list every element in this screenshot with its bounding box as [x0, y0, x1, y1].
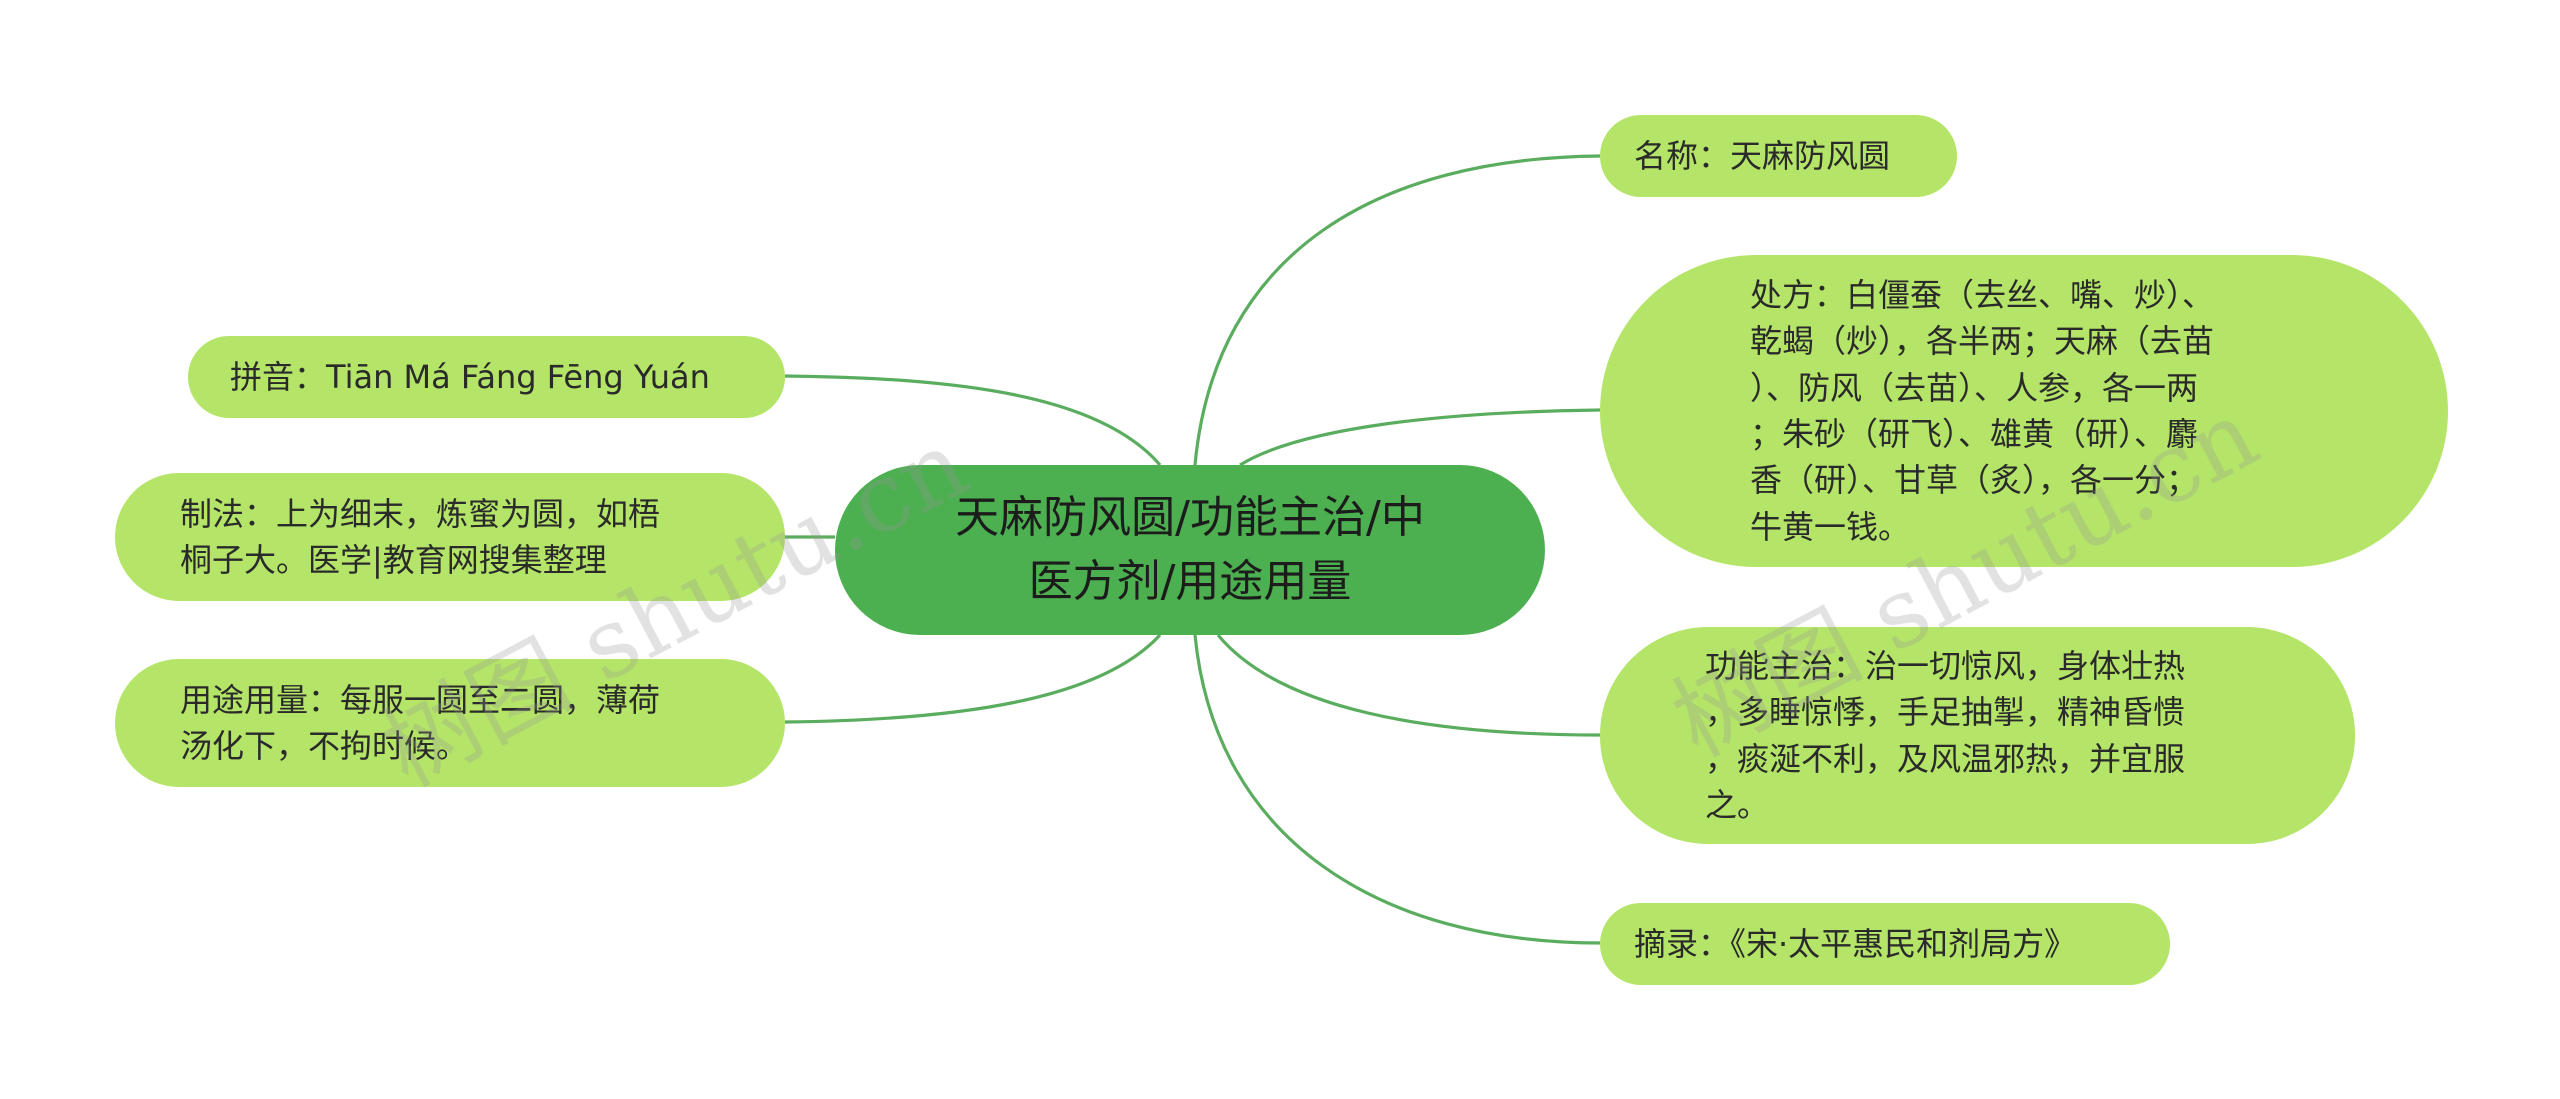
central-topic-label: 天麻防风圆/功能主治/中 医方剂/用途用量: [955, 492, 1425, 607]
node-source-label: 摘录：《宋·太平惠民和剂局方》: [1634, 924, 2077, 963]
node-usage-label: 用途用量：每服一圆至二圆，薄荷 汤化下，不拘时候。: [180, 680, 661, 765]
node-name-label: 名称：天麻防风圆: [1634, 136, 1891, 175]
node-method-label: 制法：上为细末，炼蜜为圆，如梧 桐子大。医学|教育网搜集整理: [180, 494, 661, 579]
central-topic[interactable]: 天麻防风圆/功能主治/中 医方剂/用途用量: [835, 465, 1545, 635]
connector-to-prescription: [1239, 408, 1601, 467]
connector-to-usage: [784, 633, 1162, 724]
connector-to-name: [1193, 154, 1601, 466]
node-name[interactable]: 名称：天麻防风圆: [1600, 115, 1957, 197]
connector-to-pinyin: [784, 374, 1162, 467]
node-source[interactable]: 摘录：《宋·太平惠民和剂局方》: [1600, 903, 2170, 985]
node-prescription-label: 处方：白僵蚕（去丝、嘴、炒）、 乾蝎（炒），各半两；天麻（去苗 ）、防风（去苗）…: [1750, 275, 2215, 546]
node-pinyin[interactable]: 拼音：Tiān Má Fáng Fēng Yuán: [188, 336, 785, 418]
node-usage[interactable]: 用途用量：每服一圆至二圆，薄荷 汤化下，不拘时候。: [115, 659, 785, 787]
node-prescription[interactable]: 处方：白僵蚕（去丝、嘴、炒）、 乾蝎（炒），各半两；天麻（去苗 ）、防风（去苗）…: [1600, 255, 2448, 567]
node-pinyin-label: 拼音：Tiān Má Fáng Fēng Yuán: [230, 357, 710, 396]
node-indications-label: 功能主治：治一切惊风，身体壮热 ，多睡惊悸，手足抽掣，精神昏愦 ，痰涎不利，及风…: [1705, 646, 2186, 824]
node-method[interactable]: 制法：上为细末，炼蜜为圆，如梧 桐子大。医学|教育网搜集整理: [115, 473, 785, 601]
node-indications[interactable]: 功能主治：治一切惊风，身体壮热 ，多睡惊悸，手足抽掣，精神昏愦 ，痰涎不利，及风…: [1600, 627, 2355, 844]
connector-to-indications: [1216, 633, 1601, 737]
connector-to-source: [1193, 634, 1601, 945]
